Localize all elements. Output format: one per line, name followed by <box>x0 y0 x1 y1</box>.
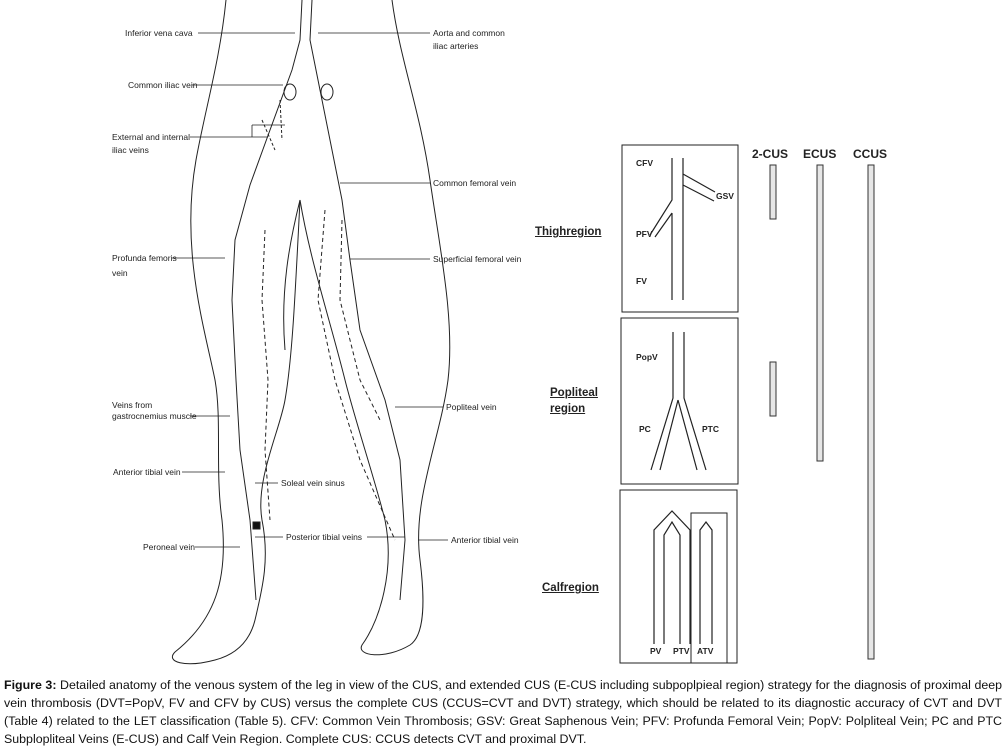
bar-ccus <box>867 164 875 660</box>
vein-fv: FV <box>636 276 647 286</box>
bar-ecus <box>816 164 824 462</box>
label-ext-int-iliac: External and internal <box>112 132 190 142</box>
bar-2cus-popliteal <box>769 361 777 417</box>
vein-atv: ATV <box>697 646 714 656</box>
label-popliteal-vein: Popliteal vein <box>446 402 497 412</box>
vein-ptv: PTV <box>673 646 690 656</box>
label-aorta-2: iliac arteries <box>433 41 479 51</box>
label-inferior-vena-cava: Inferior vena cava <box>125 28 193 38</box>
caption-label: Figure 3: <box>4 678 57 692</box>
label-profunda-femoris: Profunda femoris <box>112 253 177 263</box>
label-common-femoral-vein: Common femoral vein <box>433 178 517 188</box>
figure-caption: Figure 3: Detailed anatomy of the venous… <box>4 676 1002 748</box>
figure: Inferior vena cava Aorta and common ilia… <box>112 0 888 665</box>
region-popliteal-2: region <box>550 403 586 415</box>
vein-pv: PV <box>650 646 662 656</box>
vein-popv: PopV <box>636 352 658 362</box>
label-soleal-sinus: Soleal vein sinus <box>281 478 345 488</box>
caption-text: Detailed anatomy of the venous system of… <box>4 678 1003 746</box>
vein-pfv: PFV <box>636 229 653 239</box>
leg-anatomy-drawing <box>172 0 875 665</box>
label-anterior-tibial-right: Anterior tibial vein <box>451 535 519 545</box>
vein-cfv: CFV <box>636 158 653 168</box>
header-ecus: ECUS <box>803 147 837 161</box>
label-profunda-femoris-2: vein <box>112 268 128 278</box>
label-gastrocnemius: Veins from <box>112 400 153 410</box>
label-aorta: Aorta and common <box>433 28 505 38</box>
region-popliteal: Popliteal <box>550 387 598 399</box>
header-ccus: CCUS <box>853 147 888 161</box>
vein-pc: PC <box>639 424 651 434</box>
label-posterior-tibial: Posterior tibial veins <box>286 532 363 542</box>
label-peroneal-vein: Peroneal vein <box>143 542 195 552</box>
label-gastrocnemius-2: gastrocnemius muscle <box>112 411 197 421</box>
bar-2cus-thigh <box>769 164 777 220</box>
region-calf: Calfregion <box>542 582 599 594</box>
region-thigh: Thighregion <box>535 226 602 238</box>
label-anterior-tibial-left: Anterior tibial vein <box>113 467 181 477</box>
vein-ptc: PTC <box>702 424 719 434</box>
label-common-iliac-vein: Common iliac vein <box>128 80 198 90</box>
vein-gsv: GSV <box>716 191 734 201</box>
label-ext-int-iliac-2: iliac veins <box>112 145 149 155</box>
label-superficial-femoral-vein: Superficial femoral vein <box>433 254 522 264</box>
header-2-cus: 2-CUS <box>752 147 789 161</box>
